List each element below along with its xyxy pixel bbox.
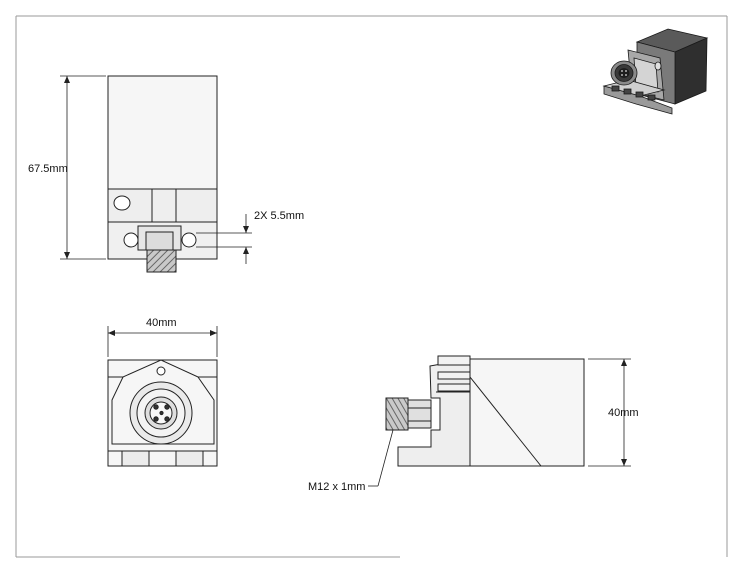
side-view [385, 355, 585, 467]
mount-hole-left [123, 232, 139, 248]
side-rib [437, 383, 471, 392]
dim-hole-dia [196, 214, 252, 264]
connector-pin [153, 404, 159, 410]
iso-view [602, 28, 709, 115]
connector-pin [164, 416, 170, 422]
connector-pin [159, 410, 164, 416]
mount-hole-right [181, 232, 197, 248]
side-slope [469, 376, 542, 467]
front-led-window [113, 195, 131, 211]
connector-pin [153, 416, 159, 422]
thread-leader [368, 429, 394, 487]
top-collar [108, 359, 217, 378]
front-nut [145, 231, 174, 251]
dim-width-top [107, 326, 218, 357]
sheet-border [15, 15, 728, 558]
dim-width-top-label: 40mm [146, 317, 177, 329]
front-thread [146, 249, 177, 273]
iso-led [654, 61, 662, 71]
dim-height-side-label: 40mm [608, 407, 639, 419]
dim-height-front-label: 67.5mm [28, 163, 68, 175]
side-rib [437, 355, 471, 366]
dim-hole-dia-label: 2X 5.5mm [254, 210, 304, 222]
dim-height-side [588, 358, 631, 467]
side-nut [407, 399, 432, 429]
side-rib [437, 371, 471, 380]
side-body [469, 358, 585, 467]
top-foot-right [175, 450, 204, 467]
top-view [107, 359, 218, 467]
top-foot-left [121, 450, 150, 467]
top-marker-dot [156, 366, 166, 376]
thread-label: M12 x 1mm [308, 481, 365, 493]
dim-height-front [60, 75, 106, 260]
front-view [107, 75, 218, 273]
front-upper-body [107, 75, 218, 190]
connector-pin [164, 404, 170, 410]
side-thread [385, 397, 409, 431]
